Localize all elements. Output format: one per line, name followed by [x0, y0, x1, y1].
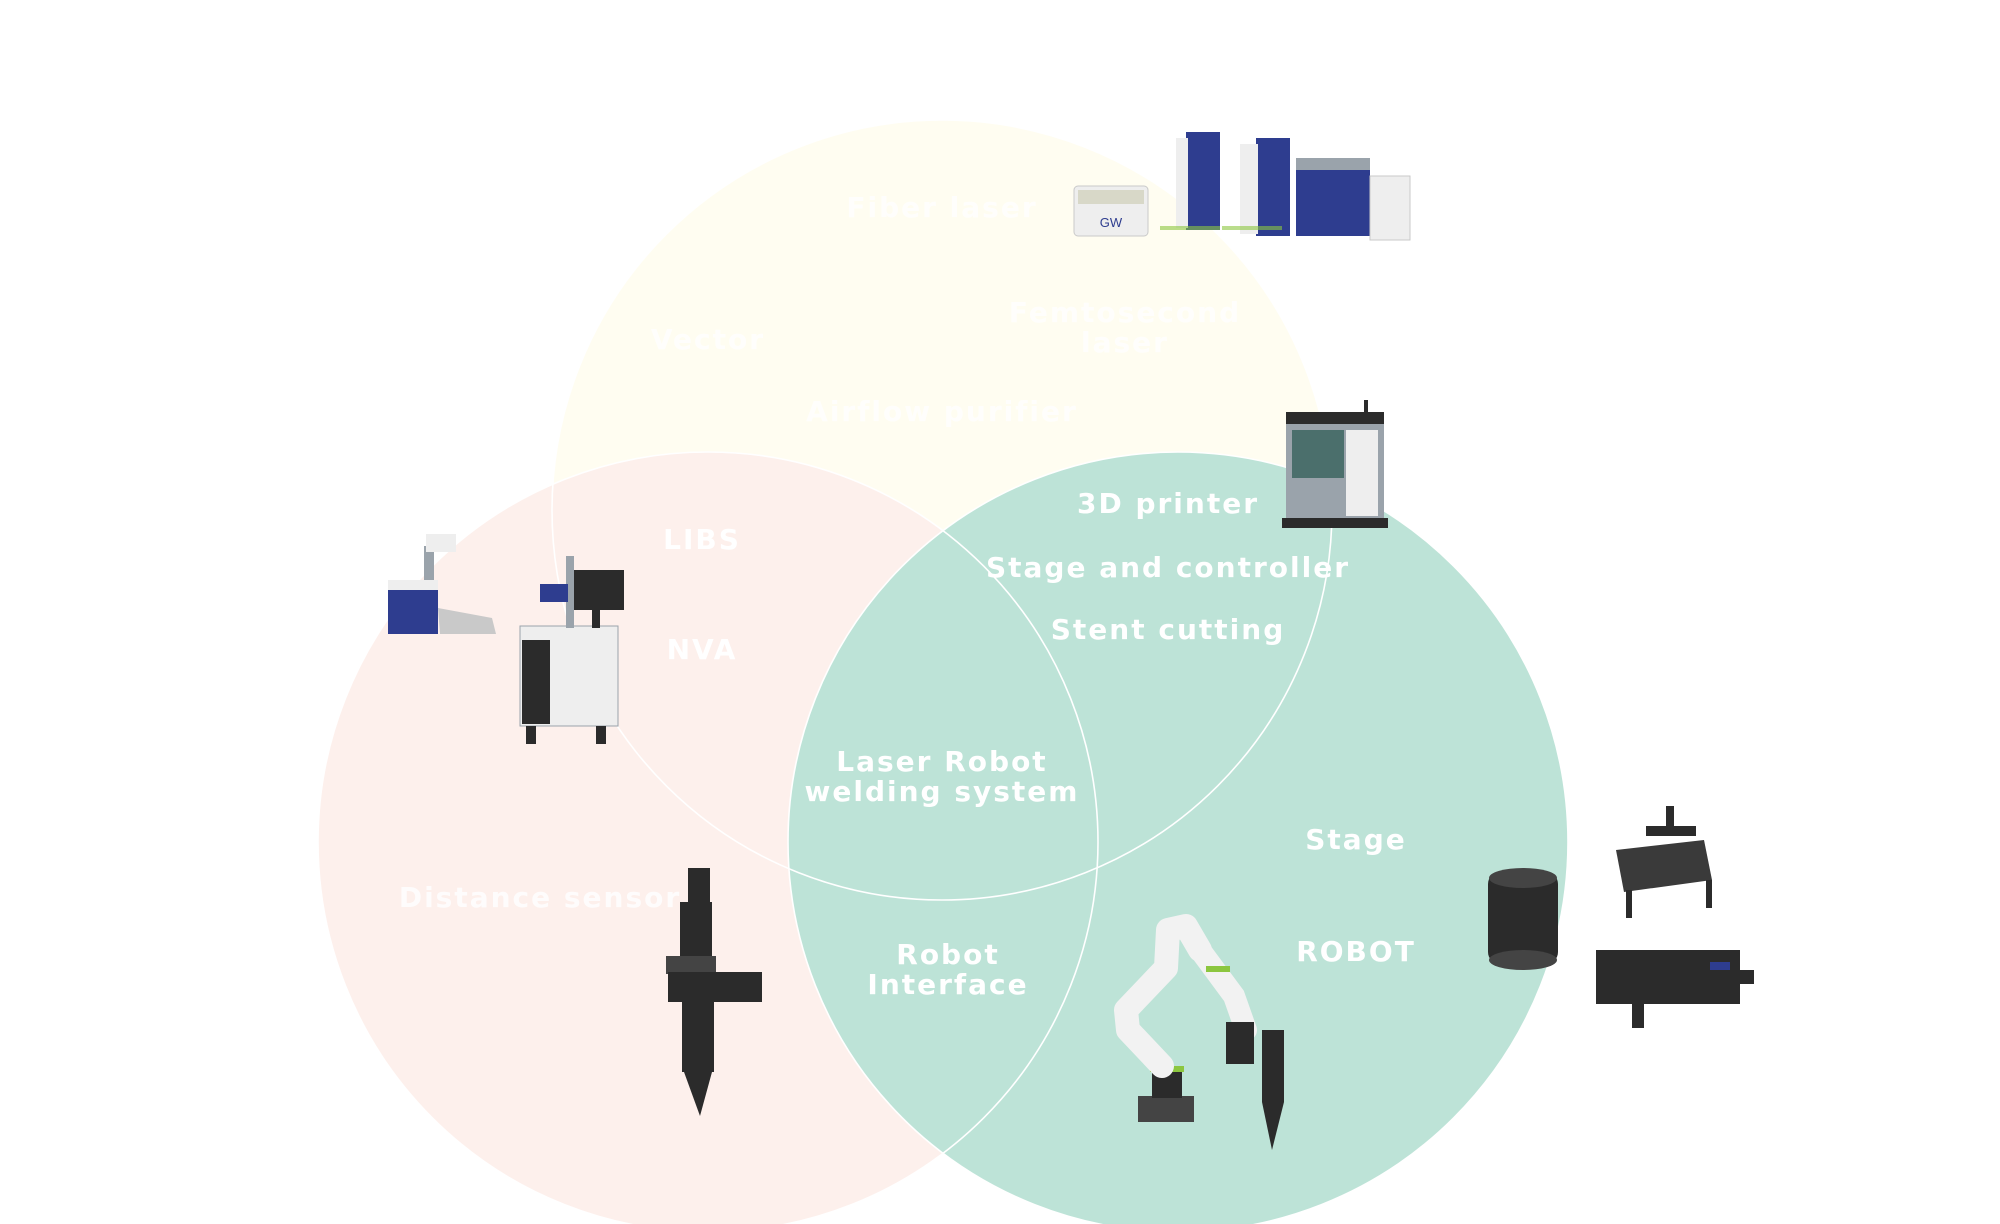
label-robot-interface-line2: Interface [867, 968, 1029, 1001]
label-robot: ROBOT [1296, 935, 1416, 968]
label-robot-interface-line1: Robot [896, 938, 1000, 971]
label-laser-robot-line1: Laser Robot [836, 745, 1048, 778]
laser-marking-machines-image [388, 534, 624, 744]
circle-right [788, 452, 1568, 1224]
gw-logo: GW [1100, 215, 1123, 230]
label-fiber-laser: Fiber laser [846, 191, 1038, 224]
label-laser-robot-line2: welding system [804, 775, 1080, 808]
label-laser-robot-welding-system: Laser Robot welding system [805, 747, 1080, 807]
label-airflow-purifier: Airflow purifier [806, 395, 1078, 428]
label-libs: LIBS [663, 523, 741, 556]
circle-right-outline [787, 451, 1569, 1224]
3d-printer-image [1282, 400, 1388, 528]
stage-products-image [1488, 806, 1754, 1028]
laser-head-image [666, 868, 762, 1116]
label-stage-and-controller: Stage and controller [985, 551, 1351, 584]
circle-left-outline [317, 451, 1099, 1224]
label-nva: NVA [666, 633, 738, 666]
label-stent-cutting: Stent cutting [1050, 613, 1286, 646]
label-femtosecond-laser: Femtosecond laser [1009, 298, 1241, 358]
label-distance-sensor: Distance sensor [398, 881, 682, 914]
label-stage: Stage [1305, 823, 1407, 856]
label-3d-printer: 3D printer [1076, 487, 1260, 520]
label-femtosecond-line1: Femtosecond [1008, 296, 1242, 329]
label-femtosecond-line2: laser [1081, 326, 1169, 359]
fiber-laser-machines-image: GW [1073, 132, 1411, 241]
robot-arm-image [1114, 914, 1284, 1150]
label-robot-interface: Robot Interface [867, 940, 1028, 1000]
label-vector: Vector [650, 323, 766, 356]
